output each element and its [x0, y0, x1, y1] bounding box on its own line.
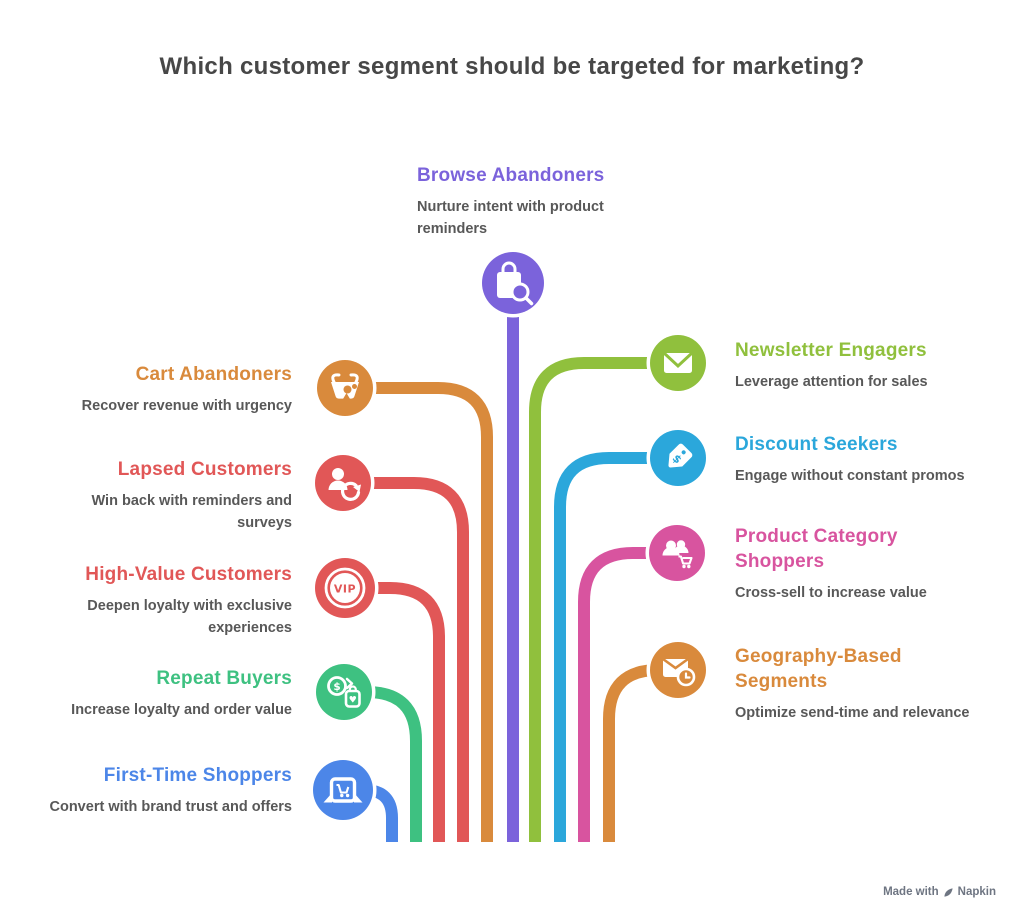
segment-description: Increase loyalty and order value: [71, 702, 292, 719]
segment-description: Leverage attention for sales: [735, 374, 928, 391]
napkin-pen-icon: [944, 887, 953, 897]
segment-description: Nurture intent with product reminders: [417, 199, 604, 237]
segment-description: Engage without constant promos: [735, 468, 965, 485]
price-tag-icon: $: [646, 426, 710, 490]
segment-lapsed-customers: Lapsed Customers Win back with reminders…: [52, 457, 293, 535]
segment-description: Recover revenue with urgency: [81, 398, 292, 415]
segment-title: Newsletter Engagers: [735, 340, 927, 361]
tag-hole: [681, 450, 686, 455]
magnifier-handle: [524, 296, 534, 306]
mini-cart: [678, 555, 693, 565]
bag-handle: [501, 261, 517, 272]
segment-description: Deepen loyalty with exclusive experience…: [87, 598, 292, 636]
person-refresh-icon: [311, 451, 375, 515]
connector-high-value-customers: [345, 578, 449, 845]
segment-description: Convert with brand trust and offers: [49, 799, 293, 816]
tag-body: [668, 443, 693, 468]
coin: [327, 676, 347, 696]
segment-first-time-shoppers: First-Time Shoppers Convert with brand t…: [22, 763, 293, 819]
connector-newsletter-engagers: [525, 353, 678, 845]
clock-hands: [684, 672, 691, 679]
watermark-prefix: Made with: [883, 886, 939, 898]
refresh-arrow: [341, 481, 361, 501]
coin-and-bag-icon: $ ♥: [312, 660, 376, 724]
envelope-flap: [662, 657, 689, 670]
segment-geography-based-segments: Geography-Based Segments Optimize send-t…: [735, 644, 985, 725]
vip-badge-icon: VIP: [311, 554, 379, 622]
segment-repeat-buyers: Repeat Buyers Increase loyalty and order…: [42, 666, 292, 722]
storefront-frame: [329, 777, 357, 803]
shopping-bag-search-icon: [478, 248, 548, 318]
magnifier-lens: [510, 282, 530, 302]
envelope-flap: [662, 351, 694, 369]
segment-high-value-customers: High-Value Customers Deepen loyalty with…: [42, 562, 292, 640]
shopping-basket-alert-icon: [313, 356, 377, 420]
vip-label: VIP: [334, 583, 356, 596]
segment-title: Discount Seekers: [735, 434, 898, 455]
segment-title: Product Category Shoppers: [735, 526, 898, 573]
gift-bag: [344, 689, 361, 708]
mini-cart: [336, 783, 350, 794]
segment-browse-abandoners: Browse Abandoners Nurture intent with pr…: [417, 163, 627, 241]
envelope-clock-icon: [646, 638, 710, 702]
segment-title: Geography-Based Segments: [735, 646, 902, 693]
segment-description: Cross-sell to increase value: [735, 585, 927, 602]
segment-title: Browse Abandoners: [417, 165, 605, 186]
connector-discount-seekers: [550, 448, 678, 845]
segment-description: Win back with reminders and surveys: [91, 493, 293, 531]
segment-newsletter-engagers: Newsletter Engagers Leverage attention f…: [735, 338, 975, 394]
segment-cart-abandoners: Cart Abandoners Recover revenue with urg…: [52, 362, 292, 418]
segment-product-category-shoppers: Product Category Shoppers Cross-sell to …: [735, 524, 985, 605]
watermark-brand: Napkin: [957, 886, 996, 898]
made-with-napkin-watermark: Made with Napkin: [883, 886, 996, 898]
people-cart-icon: [645, 521, 709, 585]
segment-title: High-Value Customers: [85, 564, 292, 585]
page-title: Which customer segment should be targete…: [159, 53, 865, 80]
segment-description: Optimize send-time and relevance: [735, 705, 970, 722]
segment-title: Repeat Buyers: [156, 668, 292, 689]
segment-title: Lapsed Customers: [117, 459, 292, 480]
connector-product-category-shoppers: [574, 543, 677, 845]
bag-heart: ♥: [349, 696, 357, 706]
segment-title: First-Time Shoppers: [103, 765, 292, 786]
connector-lapsed-customers: [343, 473, 473, 845]
envelope-send-icon: [646, 331, 710, 395]
segment-discount-seekers: Discount Seekers Engage without constant…: [735, 432, 985, 488]
storefront-cart-icon: [309, 756, 377, 824]
segment-title: Cart Abandoners: [135, 364, 292, 385]
person-head: [332, 468, 344, 480]
coin-dollar: $: [333, 681, 340, 693]
connector-cart-abandoners: [345, 378, 497, 845]
